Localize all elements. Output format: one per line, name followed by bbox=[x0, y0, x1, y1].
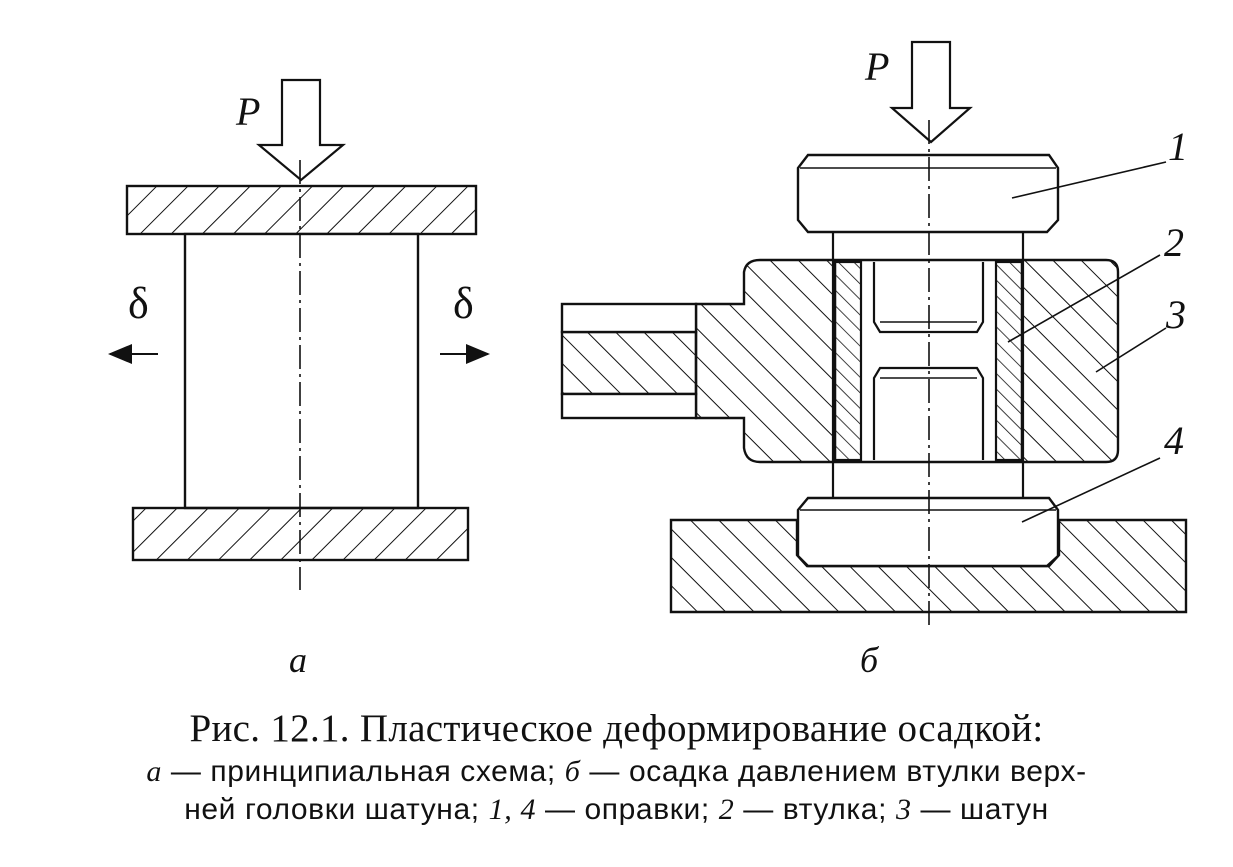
force-label-b: P bbox=[864, 44, 889, 89]
caption-line-2-part-5: 3 bbox=[895, 793, 912, 826]
force-arrow-a bbox=[255, 78, 347, 182]
workpiece-a bbox=[183, 232, 420, 510]
rod-shank-lower bbox=[560, 392, 698, 420]
callout-3: 3 bbox=[1165, 292, 1186, 337]
force-label-a: P bbox=[235, 89, 260, 134]
caption-title: Рис. 12.1. Пластическое деформирование о… bbox=[189, 707, 1044, 750]
rod-shank-hatched bbox=[560, 330, 698, 396]
caption-line-1-part-2: б bbox=[564, 755, 581, 788]
callout-4: 4 bbox=[1164, 418, 1184, 463]
caption-line-2-part-4: — втулка; bbox=[734, 793, 896, 826]
caption-line-2-part-6: — шатун bbox=[911, 793, 1049, 826]
callout-1: 1 bbox=[1168, 124, 1188, 169]
caption-line-2-part-0: ней головки шатуна; bbox=[184, 793, 489, 826]
callout-2: 2 bbox=[1164, 220, 1184, 265]
caption-line-1-part-0: а bbox=[146, 755, 162, 788]
leader-4 bbox=[1021, 457, 1161, 523]
figure-caption: Рис. 12.1. Пластическое деформирование о… bbox=[0, 705, 1233, 829]
leader-2 bbox=[1007, 254, 1161, 343]
caption-line-1: а — принципиальная схема; б — осадка дав… bbox=[0, 753, 1233, 791]
lower-pin-end bbox=[872, 366, 985, 460]
upper-die-a bbox=[125, 184, 478, 236]
bushing-left-wall bbox=[833, 260, 863, 462]
caption-line-1-part-1: — принципиальная схема; bbox=[161, 755, 565, 788]
leader-1 bbox=[1011, 161, 1167, 199]
scheme-a: P δ δ a bbox=[108, 78, 490, 680]
caption-line-2-part-2: — оправки; bbox=[536, 793, 719, 826]
caption-line-1-part-3: — осадка давлением втулки верх- bbox=[580, 755, 1087, 788]
caption-line-2-part-1: 1, 4 bbox=[488, 793, 537, 826]
delta-label-right: δ bbox=[453, 279, 474, 328]
sublabel-a: a bbox=[289, 640, 307, 680]
leader-3 bbox=[1095, 327, 1167, 373]
delta-label-left: δ bbox=[128, 279, 149, 328]
rod-shank-upper bbox=[560, 302, 698, 334]
caption-line-2-part-3: 2 bbox=[718, 793, 735, 826]
force-arrow-b bbox=[889, 40, 973, 144]
lower-mandrel bbox=[796, 496, 1060, 568]
scheme-b: P 1 2 3 bbox=[560, 40, 1188, 680]
caption-line-2: ней головки шатуна; 1, 4 — оправки; 2 — … bbox=[0, 791, 1233, 829]
sublabel-b: б bbox=[860, 640, 880, 680]
bushing-right-wall bbox=[994, 260, 1024, 462]
upper-mandrel bbox=[796, 153, 1060, 234]
figure-diagram: P δ δ a P bbox=[108, 40, 1188, 680]
